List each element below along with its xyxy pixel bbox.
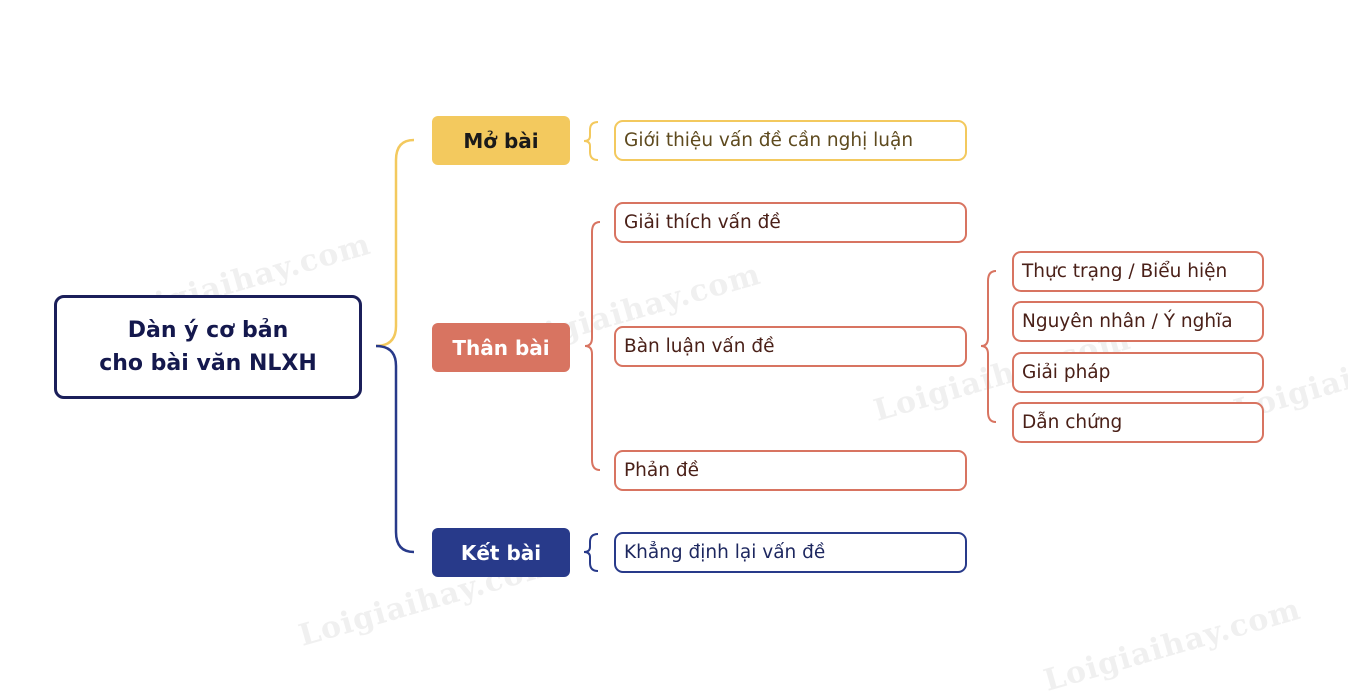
section-mo-bai: Mở bài <box>432 116 570 165</box>
item-label: Dẫn chứng <box>1022 412 1123 433</box>
item-label: Giải thích vấn đề <box>624 212 781 233</box>
root-title-line2: cho bài văn NLXH <box>99 351 317 376</box>
root-title-line1: Dàn ý cơ bản <box>127 318 289 343</box>
item-label: Thực trạng / Biểu hiện <box>1022 261 1228 282</box>
item-gioi-thieu: Giới thiệu vấn đề cần nghị luận <box>614 120 967 161</box>
item-phan-de: Phản đề <box>614 450 967 491</box>
brace-than-bai <box>584 221 601 471</box>
brace-mo-bai <box>583 121 599 161</box>
subitem-thuc-trang: Thực trạng / Biểu hiện <box>1012 251 1264 292</box>
section-label: Kết bài <box>460 540 542 565</box>
item-label: Giải pháp <box>1022 362 1111 383</box>
item-label: Phản đề <box>624 460 699 481</box>
item-label: Nguyên nhân / Ý nghĩa <box>1022 311 1233 332</box>
item-label: Giới thiệu vấn đề cần nghị luận <box>624 130 914 151</box>
item-label: Khẳng định lại vấn đề <box>624 542 826 563</box>
section-than-bai: Thân bài <box>432 323 570 372</box>
item-khang-dinh: Khẳng định lại vấn đề <box>614 532 967 573</box>
bracket-upper <box>375 138 415 348</box>
section-ket-bai: Kết bài <box>432 528 570 577</box>
watermark: Loigiaihay.com <box>1040 591 1305 699</box>
item-ban-luan: Bàn luận vấn đề <box>614 326 967 367</box>
brace-ket-bai <box>583 533 599 572</box>
brace-ban-luan <box>980 270 997 423</box>
subitem-giai-phap: Giải pháp <box>1012 352 1264 393</box>
item-giai-thich: Giải thích vấn đề <box>614 202 967 243</box>
subitem-dan-chung: Dẫn chứng <box>1012 402 1264 443</box>
section-label: Mở bài <box>463 128 539 153</box>
section-label: Thân bài <box>452 335 550 360</box>
root-node: Dàn ý cơ bản cho bài văn NLXH <box>54 295 362 399</box>
bracket-lower <box>375 344 415 554</box>
item-label: Bàn luận vấn đề <box>624 336 775 357</box>
subitem-nguyen-nhan: Nguyên nhân / Ý nghĩa <box>1012 301 1264 342</box>
